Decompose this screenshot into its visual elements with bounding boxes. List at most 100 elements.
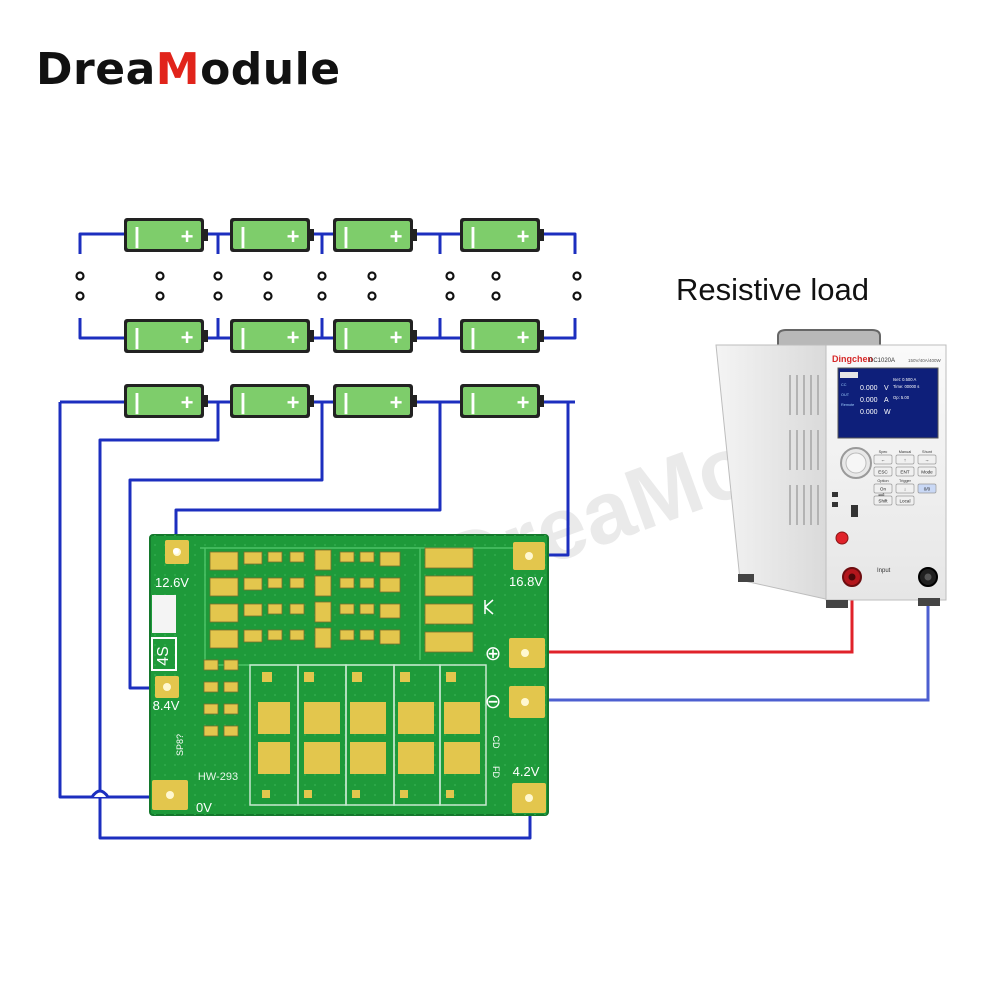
key-caption: Manual <box>899 450 912 454</box>
svg-text:0V: 0V <box>196 800 212 815</box>
battery-cell: |+ <box>460 384 544 418</box>
load-key[interactable]: ← <box>873 454 893 465</box>
red-indicator-button[interactable] <box>835 531 849 545</box>
svg-text:0/0: 0/0 <box>924 487 931 492</box>
svg-text:Mode: Mode <box>921 470 933 475</box>
battery-cell: |+ <box>333 384 417 418</box>
battery-cell: |+ <box>124 319 208 353</box>
load-key[interactable]: ESC <box>873 466 893 477</box>
screen-mode-tag: CC <box>841 383 847 387</box>
reading-value: 0.000 <box>860 385 878 392</box>
usb-port[interactable] <box>851 505 858 517</box>
battery-minus: | <box>134 389 140 414</box>
load-key[interactable]: Mode <box>917 466 937 477</box>
brand-prefix: Drea <box>36 44 156 95</box>
resistive-load-title: Resistive load <box>676 272 869 307</box>
wire-crossover <box>90 789 110 798</box>
parallel-continuation-dots <box>75 271 582 301</box>
load-key[interactable]: Shift <box>873 495 893 506</box>
battery-array: |+|+|+|+|+|+|+|+|+|+|+|+ <box>124 218 544 418</box>
screen-side-text: Time: 00000 s <box>893 384 919 389</box>
usb-icon: ⇌ <box>878 490 885 499</box>
load-model: DC1020A <box>869 358 895 364</box>
battery-cell: |+ <box>333 218 417 252</box>
load-key[interactable]: 0/0 <box>917 483 937 494</box>
brand-logo: DreaModule <box>36 48 341 92</box>
minus-symbol: ⊖ <box>485 691 502 713</box>
battery-minus: | <box>343 324 349 349</box>
battery-minus: | <box>240 389 246 414</box>
battery-plus: + <box>517 325 530 350</box>
cells-label: 4S <box>155 646 172 666</box>
bms-board: 4S SP8? HW-293 CD FD 12.6V 16.8V 8.4V <box>149 534 549 816</box>
board-model: HW-293 <box>198 771 238 783</box>
battery-minus: | <box>134 324 140 349</box>
load-key[interactable]: ↓ <box>895 483 915 494</box>
battery-plus: + <box>181 224 194 249</box>
key-caption: Spec <box>879 450 888 454</box>
battery-plus: + <box>181 390 194 415</box>
battery-cell: |+ <box>333 319 417 353</box>
load-key[interactable]: On <box>873 483 893 494</box>
load-key[interactable]: Local <box>895 495 915 506</box>
reading-unit: V <box>884 385 889 392</box>
load-spec: 150V/40A/400W <box>908 358 942 363</box>
battery-plus: + <box>517 390 530 415</box>
battery-cell: |+ <box>124 218 208 252</box>
fd-label: FD <box>491 766 501 778</box>
battery-plus: + <box>390 325 403 350</box>
battery-minus: | <box>134 223 140 248</box>
battery-cell: |+ <box>460 218 544 252</box>
power-switch[interactable] <box>832 492 838 497</box>
load-key[interactable]: ENT <box>895 466 915 477</box>
svg-text:8.4V: 8.4V <box>153 698 180 713</box>
plus-symbol: ⊕ <box>485 643 502 665</box>
load-positive-wire <box>525 585 854 654</box>
pad-0v: 0V <box>152 780 212 815</box>
reading-value: 0.000 <box>860 397 878 404</box>
svg-text:4.2V: 4.2V <box>513 764 540 779</box>
battery-cell: |+ <box>230 384 314 418</box>
svg-text:ESC: ESC <box>878 470 888 475</box>
svg-text:ENT: ENT <box>900 470 909 475</box>
pad-p-minus: ⊖ <box>485 686 545 718</box>
battery-plus: + <box>287 325 300 350</box>
battery-minus: | <box>240 324 246 349</box>
reading-value: 0.000 <box>860 409 878 416</box>
battery-cell: |+ <box>124 384 208 418</box>
key-caption: Shunt <box>922 450 933 454</box>
brand-accent: M <box>155 44 201 95</box>
load-negative-wire <box>525 585 930 702</box>
cd-label: CD <box>491 736 501 749</box>
battery-plus: + <box>287 390 300 415</box>
key-caption: Option <box>877 479 888 483</box>
key-caption: Trigger <box>899 479 912 483</box>
svg-text:16.8V: 16.8V <box>509 574 543 589</box>
screen-mode-tag: OUT <box>841 393 850 397</box>
svg-text:↑: ↑ <box>904 458 906 463</box>
brand-suffix: odule <box>200 44 341 95</box>
load-screen <box>837 367 939 439</box>
svg-text:Shift: Shift <box>878 499 888 504</box>
screen-side-text: Op: 5.00 <box>893 395 910 400</box>
svg-text:12.6V: 12.6V <box>155 575 189 590</box>
pad-p-plus: ⊕ <box>485 638 545 668</box>
screen-mode-tag: Remote <box>841 403 854 407</box>
battery-plus: + <box>390 224 403 249</box>
reading-unit: A <box>884 397 889 404</box>
load-key[interactable]: ↑ <box>895 454 915 465</box>
screen-side-text: Iset: 0.500 A <box>893 377 916 382</box>
battery-minus: | <box>470 324 476 349</box>
svg-text:On: On <box>880 487 887 492</box>
battery-minus: | <box>343 223 349 248</box>
load-key[interactable]: → <box>917 454 937 465</box>
chip-text: SP8? <box>175 734 185 756</box>
battery-minus: | <box>240 223 246 248</box>
reading-unit: W <box>884 409 891 416</box>
svg-text:↓: ↓ <box>904 487 906 492</box>
pad-8v4: 8.4V <box>153 676 180 713</box>
battery-minus: | <box>470 223 476 248</box>
